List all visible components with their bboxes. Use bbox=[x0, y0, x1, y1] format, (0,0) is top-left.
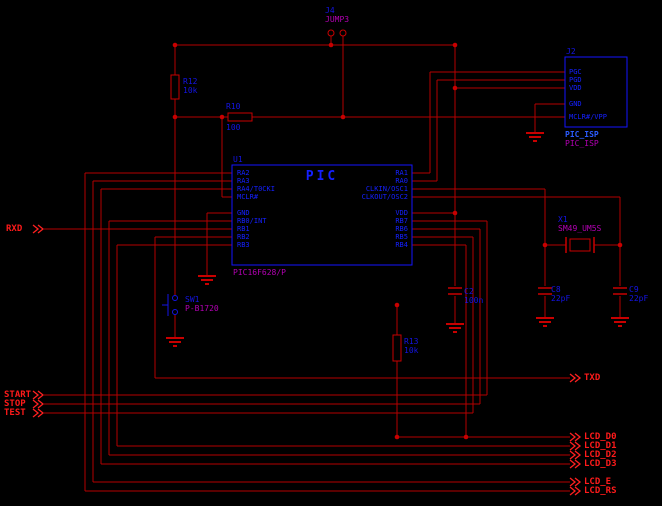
mcu-part-number[interactable]: PIC16F628/P bbox=[233, 268, 286, 277]
capacitor-c8-value[interactable]: 22pF bbox=[551, 294, 571, 303]
pin-label: RB7 bbox=[395, 217, 408, 225]
isp-header-refdes[interactable]: J2 bbox=[566, 47, 576, 56]
port-label-start[interactable]: START bbox=[4, 390, 32, 400]
pin-label: MCLR# bbox=[237, 193, 259, 201]
reset-switch-refdes[interactable]: SW1 bbox=[185, 295, 200, 304]
pin-label: RB6 bbox=[395, 225, 408, 233]
mcu-refdes[interactable]: U1 bbox=[233, 155, 243, 164]
capacitor-c8-symbol bbox=[538, 287, 552, 295]
pin-label: GND bbox=[237, 209, 250, 217]
ground-icon bbox=[166, 337, 184, 347]
pin-label: VDD bbox=[395, 209, 408, 217]
pin-label: RB5 bbox=[395, 233, 408, 241]
pin-label: RB0/INT bbox=[237, 217, 267, 225]
pin-label: VDD bbox=[569, 84, 582, 92]
resistor-r12-value[interactable]: 10k bbox=[183, 86, 198, 95]
pin-label: RA4/T0CKI bbox=[237, 185, 275, 193]
port-arrow-txd bbox=[569, 373, 582, 383]
crystal-refdes[interactable]: X1 bbox=[558, 215, 568, 224]
pin-label: RB4 bbox=[395, 241, 408, 249]
wire-net[interactable] bbox=[44, 36, 621, 492]
isp-header-outline[interactable] bbox=[564, 56, 628, 128]
port-label-lcd-e[interactable]: LCD_E bbox=[584, 477, 612, 487]
ground-icon bbox=[536, 317, 554, 327]
pin-label: RB2 bbox=[237, 233, 250, 241]
resistor-r12-refdes[interactable]: R12 bbox=[183, 77, 198, 86]
reset-switch-part[interactable]: P-B1720 bbox=[185, 304, 219, 313]
resistor-r10-refdes[interactable]: R10 bbox=[226, 102, 241, 111]
mcu-title: PIC bbox=[305, 169, 339, 184]
jumper-refdes[interactable]: J4 bbox=[325, 6, 335, 15]
capacitor-c8-refdes[interactable]: C8 bbox=[551, 285, 561, 294]
capacitor-c2-refdes[interactable]: C2 bbox=[464, 287, 474, 296]
port-arrow-lcd-e bbox=[569, 477, 582, 487]
port-label-lcd-d3[interactable]: LCD_D3 bbox=[584, 459, 617, 469]
port-arrow-lcd-d0 bbox=[569, 432, 582, 442]
resistor-symbols[interactable] bbox=[170, 74, 402, 362]
pin-label: RA1 bbox=[395, 169, 408, 177]
mcu-outline[interactable] bbox=[231, 164, 413, 266]
port-arrow-lcd-rs bbox=[569, 486, 582, 496]
ground-icon bbox=[611, 317, 629, 327]
pin-label: PGD bbox=[569, 76, 582, 84]
pin-label: RA2 bbox=[237, 169, 250, 177]
resistor-r10-value[interactable]: 100 bbox=[226, 123, 241, 132]
pin-label: RA0 bbox=[395, 177, 408, 185]
resistor-r10-symbol bbox=[227, 112, 253, 122]
pin-label: CLKOUT/OSC2 bbox=[361, 193, 408, 201]
junction-dots bbox=[172, 42, 623, 440]
pin-label: MCLR#/VPP bbox=[569, 113, 607, 121]
jumper-j4-symbol[interactable] bbox=[327, 29, 347, 37]
pin-label: GND bbox=[569, 100, 582, 108]
port-label-lcd-rs[interactable]: LCD_RS bbox=[584, 486, 617, 496]
resistor-r12-symbol bbox=[170, 74, 180, 100]
resistor-r13-symbol bbox=[392, 334, 402, 362]
resistor-r13-value[interactable]: 10k bbox=[404, 346, 419, 355]
port-label-stop[interactable]: STOP bbox=[4, 399, 26, 409]
capacitor-symbols[interactable] bbox=[448, 287, 627, 295]
pin-label: RA3 bbox=[237, 177, 250, 185]
jumper-part[interactable]: JUMP3 bbox=[325, 15, 350, 24]
port-arrow-start bbox=[32, 390, 45, 400]
isp-header-net-label[interactable]: PIC_ISP bbox=[565, 130, 599, 139]
port-label-test[interactable]: TEST bbox=[4, 408, 26, 418]
ground-symbols bbox=[166, 132, 629, 347]
resistor-r13-refdes[interactable]: R13 bbox=[404, 337, 419, 346]
port-label-rxd[interactable]: RXD bbox=[6, 224, 23, 234]
capacitor-c9-symbol bbox=[613, 287, 627, 295]
pin-label: CLKIN/OSC1 bbox=[365, 185, 408, 193]
pin-label: PGC bbox=[569, 68, 582, 76]
pin-label: RB1 bbox=[237, 225, 250, 233]
port-arrow-lcd-d1 bbox=[569, 441, 582, 451]
isp-header-part[interactable]: PIC_ISP bbox=[565, 139, 599, 148]
port-label-txd[interactable]: TXD bbox=[584, 373, 601, 383]
reset-switch-symbol[interactable] bbox=[162, 294, 178, 316]
port-label-lcd-d2[interactable]: LCD_D2 bbox=[584, 450, 617, 460]
capacitor-c2-symbol bbox=[448, 287, 462, 295]
port-arrows bbox=[32, 224, 582, 496]
port-arrow-stop bbox=[32, 399, 45, 409]
capacitor-c9-refdes[interactable]: C9 bbox=[629, 285, 639, 294]
port-arrow-lcd-d2 bbox=[569, 450, 582, 460]
ground-icon bbox=[198, 275, 216, 285]
capacitor-c9-value[interactable]: 22pF bbox=[629, 294, 649, 303]
capacitor-c2-value[interactable]: 100n bbox=[464, 296, 484, 305]
crystal-part[interactable]: SM49_UM5S bbox=[558, 224, 602, 233]
ground-icon bbox=[446, 323, 464, 333]
pin-label: RB3 bbox=[237, 241, 250, 249]
crystal-x1-symbol[interactable] bbox=[565, 237, 595, 253]
ground-icon bbox=[526, 132, 544, 142]
port-label-lcd-d1[interactable]: LCD_D1 bbox=[584, 441, 617, 451]
port-arrow-rxd bbox=[32, 224, 45, 234]
port-label-lcd-d0[interactable]: LCD_D0 bbox=[584, 432, 617, 442]
port-arrow-test bbox=[32, 408, 45, 418]
port-arrow-lcd-d3 bbox=[569, 459, 582, 469]
